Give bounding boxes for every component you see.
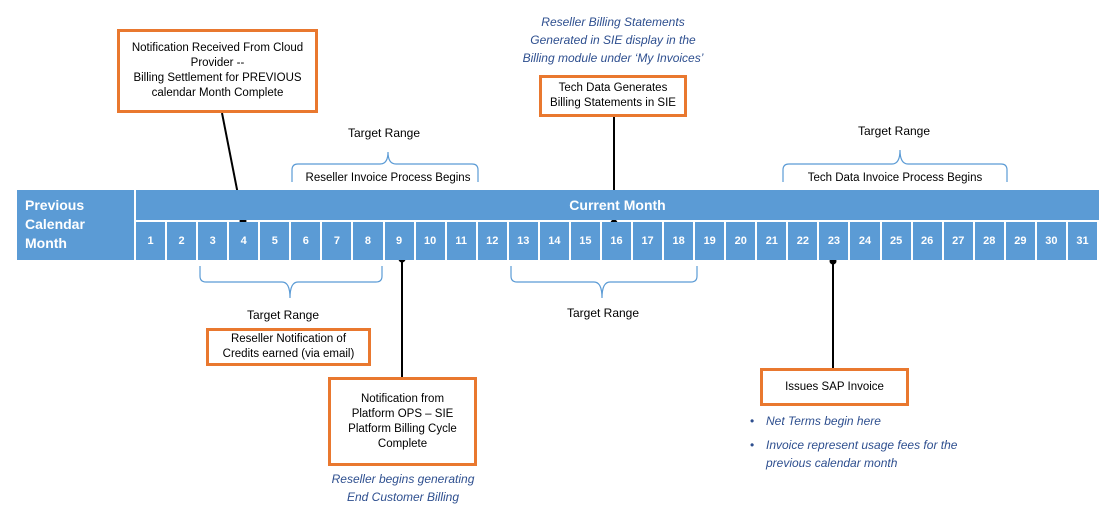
current-month-label: Current Month <box>569 197 666 213</box>
reseller-end-customer-note: Reseller begins generating End Customer … <box>314 470 492 506</box>
platform-ops-line1: Notification from <box>360 392 445 405</box>
day-cell-30: 30 <box>1036 222 1066 260</box>
target-range-top-right: Target Range <box>857 124 931 138</box>
reseller-invoice-process-label: Reseller Invoice Process Begins <box>305 172 471 184</box>
cloud-notification-box: Notification Received From Cloud Provide… <box>117 29 318 113</box>
brace-tech-data-invoice <box>782 149 1008 182</box>
tech-data-statements-box: Tech Data Generates Billing Statements i… <box>539 75 687 117</box>
target-range-top-left: Target Range <box>347 126 421 140</box>
reseller-end-customer-note-line2: End Customer Billing <box>346 490 460 504</box>
tech-data-statements-line1: Tech Data Generates <box>558 82 668 94</box>
reseller-credits-box: Reseller Notification of Credits earned … <box>206 328 371 366</box>
cloud-notification-line2: Provider -- <box>190 57 245 69</box>
day-cell-2: 2 <box>167 222 197 260</box>
day-cell-4: 4 <box>229 222 259 260</box>
day-cell-25: 25 <box>881 222 911 260</box>
day-cell-15: 15 <box>570 222 600 260</box>
reseller-end-customer-note-line1: Reseller begins generating <box>331 472 475 486</box>
day-cell-21: 21 <box>757 222 787 260</box>
day-cell-8: 8 <box>353 222 383 260</box>
previous-month-label-line3: Month <box>25 235 67 251</box>
reseller-credits-line2: Credits earned (via email) <box>222 348 355 360</box>
platform-ops-line4: Complete <box>377 437 428 450</box>
day-cell-22: 22 <box>788 222 818 260</box>
sap-note-usage-fees-line1: Invoice represent usage fees for the <box>766 438 958 452</box>
reseller-statements-note-line3: Billing module under ‘My Invoices’ <box>522 51 704 65</box>
tech-data-invoice-process-label: Tech Data Invoice Process Begins <box>807 172 983 184</box>
day-cell-12: 12 <box>477 222 507 260</box>
day-cell-26: 26 <box>912 222 942 260</box>
sap-invoice-box: Issues SAP Invoice <box>760 368 909 406</box>
reseller-statements-note: Reseller Billing Statements Generated in… <box>500 13 726 67</box>
day-cell-11: 11 <box>446 222 476 260</box>
target-range-bottom-left: Target Range <box>246 308 320 322</box>
previous-month-label-line1: Previous <box>25 197 85 213</box>
sap-note-usage-fees-line2: previous calendar month <box>766 456 898 470</box>
day-cell-18: 18 <box>664 222 694 260</box>
sap-note-net-terms-text: Net Terms begin here <box>766 414 881 428</box>
sap-note-usage-fees: Invoice represent usage fees for the pre… <box>750 436 957 472</box>
day-cell-6: 6 <box>291 222 321 260</box>
day-cell-31: 31 <box>1067 222 1097 260</box>
cloud-notification-line3: Billing Settlement for PREVIOUS <box>133 72 302 84</box>
platform-ops-line3: Platform Billing Cycle <box>348 422 457 435</box>
sap-invoice-notes-list: Net Terms begin here Invoice represent u… <box>750 412 957 478</box>
brace-reseller-invoice <box>291 151 479 182</box>
platform-ops-box: Notification from Platform OPS – SIE Pla… <box>328 377 477 466</box>
day-cell-7: 7 <box>322 222 352 260</box>
day-cell-9: 9 <box>384 222 414 260</box>
current-month-bar: Current Month <box>136 190 1099 220</box>
day-cell-3: 3 <box>198 222 228 260</box>
day-cell-23: 23 <box>819 222 849 260</box>
sap-note-net-terms: Net Terms begin here <box>750 412 957 430</box>
cloud-notification-line1: Notification Received From Cloud <box>131 42 304 54</box>
day-cell-14: 14 <box>539 222 569 260</box>
day-cell-1: 1 <box>136 222 166 260</box>
day-cell-16: 16 <box>601 222 632 260</box>
platform-ops-line2: Platform OPS – SIE <box>351 407 454 420</box>
tech-data-statements-line2: Billing Statements in SIE <box>550 97 676 109</box>
day-cell-29: 29 <box>1005 222 1035 260</box>
cloud-notification-line4: calendar Month Complete <box>151 87 284 99</box>
sap-invoice-line1: Issues SAP Invoice <box>785 380 884 393</box>
reseller-credits-line1: Reseller Notification of <box>230 333 347 345</box>
day-cell-24: 24 <box>850 222 880 260</box>
reseller-statements-note-line1: Reseller Billing Statements <box>541 15 685 29</box>
day-cell-28: 28 <box>974 222 1004 260</box>
day-cell-10: 10 <box>415 222 445 260</box>
previous-calendar-month-bar: Previous Calendar Month <box>17 190 134 260</box>
brace-days-3-8 <box>199 266 383 299</box>
day-cell-17: 17 <box>633 222 663 260</box>
previous-month-label-line2: Calendar <box>25 216 85 232</box>
day-cell-27: 27 <box>943 222 973 260</box>
brace-days-13-18 <box>510 266 698 299</box>
day-cell-13: 13 <box>508 222 538 260</box>
target-range-bottom-mid: Target Range <box>566 306 640 320</box>
day-cell-19: 19 <box>695 222 725 260</box>
day-cell-5: 5 <box>260 222 290 260</box>
day-cell-20: 20 <box>726 222 756 260</box>
reseller-statements-note-line2: Generated in SIE display in the <box>530 33 696 47</box>
